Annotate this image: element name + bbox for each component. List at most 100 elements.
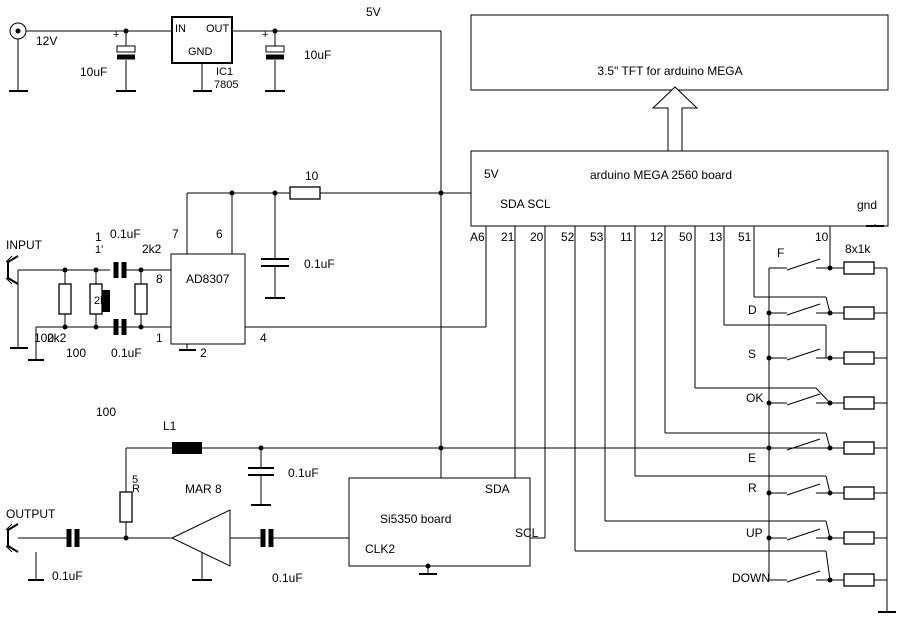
svg-text:E: E bbox=[748, 451, 756, 465]
svg-text:100: 100 bbox=[34, 331, 54, 345]
svg-text:L1: L1 bbox=[163, 419, 177, 433]
svg-text:53: 53 bbox=[590, 230, 604, 244]
svg-text:1: 1 bbox=[156, 331, 163, 345]
svg-text:2: 2 bbox=[200, 346, 207, 360]
svg-text:0.1uF: 0.1uF bbox=[288, 466, 319, 480]
tft-display bbox=[470, 14, 889, 91]
svg-text:GND: GND bbox=[188, 46, 213, 58]
ad8307-label: AD8307 bbox=[186, 272, 230, 286]
svg-text:7: 7 bbox=[172, 227, 179, 241]
svg-text:MAR 8: MAR 8 bbox=[185, 482, 222, 496]
button-d[interactable]: D bbox=[748, 296, 887, 320]
resistor-100-a bbox=[58, 283, 72, 315]
svg-text:+: + bbox=[113, 29, 119, 41]
svg-text:SDA: SDA bbox=[485, 482, 510, 496]
arduino-section: 5V arduino MEGA 2560 board SDA SCL gnd A… bbox=[438, 150, 889, 244]
input-label: INPUT bbox=[6, 238, 43, 252]
svg-text:UP: UP bbox=[746, 526, 763, 540]
arduino-mega-board bbox=[470, 150, 889, 227]
resistor-bias bbox=[119, 491, 133, 523]
si5350-section: Si5350 board SDA SCL CLK2 bbox=[348, 226, 546, 575]
svg-text:13: 13 bbox=[709, 230, 723, 244]
svg-text:OUT: OUT bbox=[206, 23, 230, 35]
hollow-arrow-icon bbox=[651, 86, 699, 152]
cap-out-label: 10uF bbox=[304, 48, 331, 62]
svg-text:gnd: gnd bbox=[857, 198, 877, 212]
tft-label: 3.5" TFT for arduino MEGA bbox=[597, 64, 742, 78]
resistor-2k2-b bbox=[134, 283, 148, 315]
button-f[interactable]: F bbox=[769, 246, 887, 275]
svg-text:52: 52 bbox=[561, 230, 575, 244]
svg-text:0.1uF: 0.1uF bbox=[52, 569, 83, 583]
svg-text:5: 5 bbox=[132, 474, 138, 486]
electrolytic-cap-out bbox=[265, 45, 285, 53]
svg-text:R: R bbox=[748, 481, 757, 495]
button-s[interactable]: S bbox=[748, 325, 887, 365]
svg-text:4: 4 bbox=[260, 331, 267, 345]
overlap-artifact bbox=[102, 290, 110, 312]
buttons-section: 8x1k F D bbox=[574, 226, 896, 613]
regulator-7805 bbox=[171, 16, 233, 64]
svg-text:1': 1' bbox=[95, 244, 103, 256]
svg-text:11: 11 bbox=[620, 230, 633, 244]
svg-text:F: F bbox=[777, 246, 784, 260]
svg-text:OK: OK bbox=[746, 391, 763, 405]
detector-section: 10 7 6 0.1uF AD8307 8 1 2 4 INPUT bbox=[5, 169, 487, 419]
display-section: 3.5" TFT for arduino MEGA bbox=[470, 14, 889, 152]
regulator-part: 7805 bbox=[214, 79, 238, 91]
svg-text:50: 50 bbox=[679, 230, 693, 244]
button-up[interactable]: UP bbox=[746, 520, 887, 545]
regulator-ref: IC1 bbox=[216, 66, 233, 78]
svg-text:100: 100 bbox=[96, 405, 116, 419]
svg-text:21: 21 bbox=[501, 230, 515, 244]
button-resistors-label: 8x1k bbox=[845, 242, 871, 256]
svg-text:12: 12 bbox=[650, 230, 664, 244]
svg-text:D: D bbox=[748, 303, 757, 317]
svg-text:10: 10 bbox=[305, 169, 319, 183]
svg-text:R: R bbox=[132, 483, 140, 495]
svg-text:8: 8 bbox=[156, 272, 163, 286]
rail-cap-label: 0.1uF bbox=[304, 257, 335, 271]
button-ok[interactable]: OK bbox=[746, 387, 887, 410]
svg-text:10: 10 bbox=[815, 230, 829, 244]
rail-5v-label: 5V bbox=[366, 5, 381, 19]
svg-text:+: + bbox=[262, 29, 268, 41]
si5350-board bbox=[348, 477, 531, 567]
input-voltage-label: 12V bbox=[36, 34, 57, 48]
power-supply-section: 12V + 10uF IN OUT GND IC1 7805 + 10uF 5V bbox=[9, 5, 442, 478]
button-r[interactable]: R bbox=[748, 475, 887, 500]
svg-text:SCL: SCL bbox=[515, 526, 539, 540]
svg-text:2k: 2k bbox=[94, 295, 106, 307]
svg-text:1: 1 bbox=[95, 230, 102, 244]
si5350-title: Si5350 board bbox=[380, 512, 451, 526]
ad8307-chip bbox=[170, 253, 246, 345]
amplifier-mar8 bbox=[170, 509, 231, 567]
inductor-l1 bbox=[172, 442, 202, 454]
svg-text:20: 20 bbox=[530, 230, 544, 244]
svg-text:0.1uF: 0.1uF bbox=[110, 227, 141, 241]
resistor-10-ohm bbox=[289, 186, 321, 200]
output-section: L1 0.1uF 5 R OUTPUT 0.1uF MAR 8 bbox=[5, 419, 830, 585]
button-e[interactable]: E bbox=[748, 432, 833, 465]
svg-text:0.1uF: 0.1uF bbox=[111, 346, 142, 360]
arduino-title: arduino MEGA 2560 board bbox=[590, 168, 732, 182]
svg-text:6: 6 bbox=[216, 227, 223, 241]
electrolytic-cap-in bbox=[116, 45, 136, 53]
cap-in-label: 10uF bbox=[80, 65, 107, 79]
svg-text:A6: A6 bbox=[470, 230, 485, 244]
button-down[interactable]: DOWN bbox=[732, 550, 887, 587]
svg-text:DOWN: DOWN bbox=[732, 571, 770, 585]
svg-text:0.1uF: 0.1uF bbox=[272, 571, 303, 585]
svg-text:100: 100 bbox=[66, 346, 86, 360]
svg-text:SDA SCL: SDA SCL bbox=[500, 197, 551, 211]
svg-text:IN: IN bbox=[175, 23, 186, 35]
svg-text:2k2: 2k2 bbox=[142, 242, 162, 256]
svg-text:51: 51 bbox=[738, 230, 752, 244]
svg-text:S: S bbox=[748, 347, 756, 361]
input-jack-icon bbox=[7, 255, 19, 285]
output-label: OUTPUT bbox=[6, 507, 56, 521]
svg-text:CLK2: CLK2 bbox=[365, 542, 395, 556]
output-jack-icon bbox=[7, 523, 19, 553]
svg-text:2k2: 2k2 bbox=[47, 331, 67, 345]
